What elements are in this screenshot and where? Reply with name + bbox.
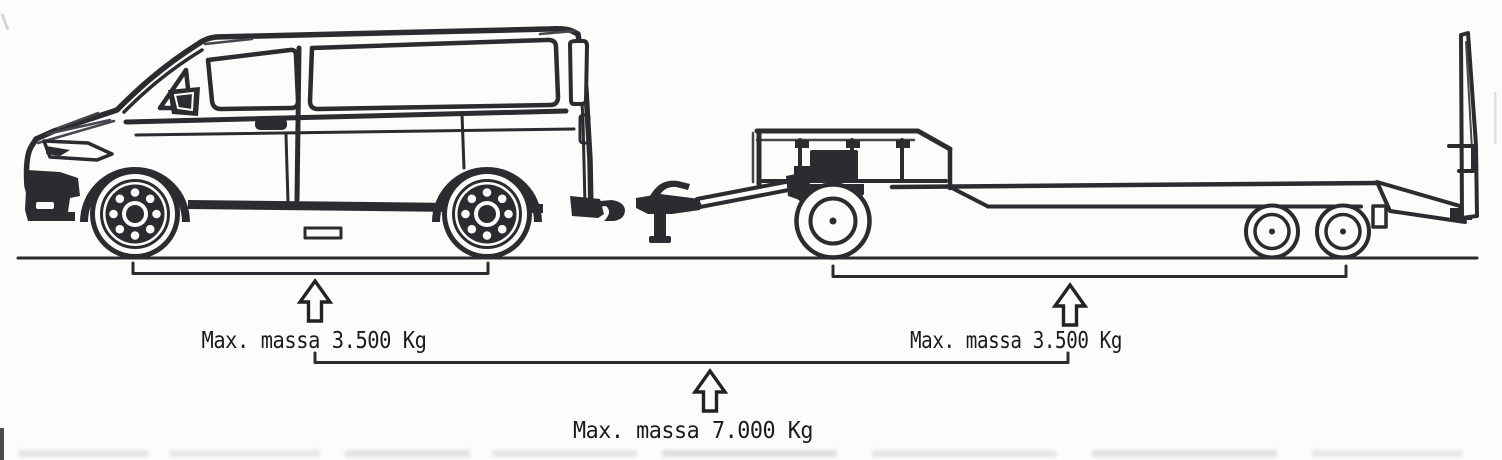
van-up-arrow-icon xyxy=(298,279,332,323)
van-front-door-window xyxy=(205,47,301,112)
drawbar xyxy=(695,178,801,209)
combination-mass-label: Max. massa 7.000 Kg xyxy=(573,416,813,444)
van-illustration xyxy=(23,26,625,257)
combination-mass-annotation: Max. massa 7.000 Kg xyxy=(313,351,1070,444)
van-mass-annotation: Max. massa 3.500 Kg xyxy=(131,261,490,354)
ramp-clamp xyxy=(1447,144,1475,173)
van-side-step xyxy=(303,226,343,240)
trailer-deck xyxy=(889,180,1388,229)
van-mass-label: Max. massa 3.500 Kg xyxy=(202,326,427,354)
van-tow-hitch xyxy=(588,200,625,221)
van-rear-window xyxy=(568,39,589,106)
coupling-handle xyxy=(650,180,690,198)
jockey-leg xyxy=(654,212,666,238)
combination-up-arrow-icon xyxy=(693,369,727,413)
van-front-bumper xyxy=(25,170,80,221)
trailer-axle-bracket xyxy=(1371,204,1388,229)
trailer-mass-annotation: Max. massa 3.500 Kg xyxy=(831,264,1348,354)
van-door-handle xyxy=(255,118,287,130)
ramp-blade xyxy=(1459,31,1479,220)
van-windows xyxy=(157,37,591,145)
van-dimension-bracket xyxy=(131,261,490,275)
trailer-front-wheel xyxy=(794,182,872,260)
jockey-foot xyxy=(649,236,671,243)
scan-edge-mark xyxy=(0,428,4,460)
van-front-wheel xyxy=(93,172,178,257)
trailer-up-arrow-icon xyxy=(1053,283,1087,327)
trailer-tandem-wheel-2 xyxy=(1315,203,1371,260)
trailer-ramp xyxy=(1375,31,1479,224)
scan-artifacts xyxy=(0,13,1497,144)
combination-dimension-bracket xyxy=(313,351,1070,364)
van-side-mirror xyxy=(168,87,200,116)
scan-noise-band xyxy=(0,448,1502,460)
trailer-tandem-wheel-1 xyxy=(1244,203,1300,260)
van-rear-wheel xyxy=(445,172,530,257)
van-front-fascia xyxy=(25,118,114,221)
trailer-dimension-bracket xyxy=(831,264,1348,278)
van-rear-bumper xyxy=(570,196,625,221)
coupling-head xyxy=(636,194,700,214)
trailer-mass-label: Max. massa 3.500 Kg xyxy=(910,326,1122,354)
van-taillight xyxy=(578,113,591,145)
trailer-beavertail xyxy=(1375,180,1467,224)
van-side-window xyxy=(307,37,561,112)
trailer-illustration xyxy=(751,31,1479,260)
